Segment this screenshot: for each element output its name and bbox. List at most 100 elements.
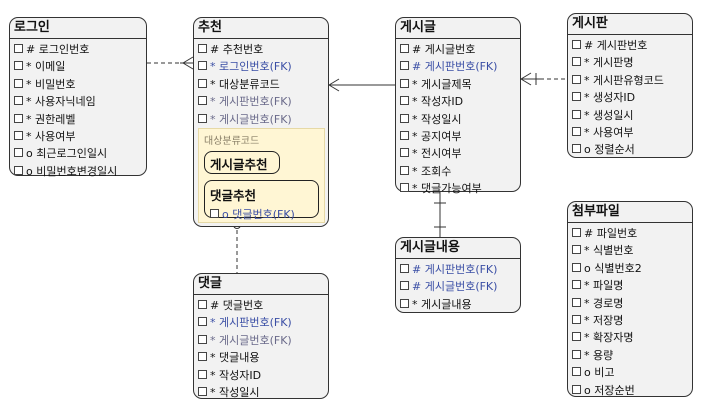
entity-board[interactable]: 게시판 # 게시판번호 * 게시판명 * 게시판유형코드 * 생성자ID * 생… — [567, 13, 693, 158]
checkbox-icon — [572, 74, 581, 84]
attribute: * 식별번호 — [572, 242, 692, 259]
attribute-fk: * 로그인번호(FK) — [198, 58, 328, 75]
checkbox-icon — [400, 44, 409, 53]
checkbox-icon — [198, 113, 207, 123]
attribute: * 이메일 — [14, 58, 146, 75]
checkbox-icon — [572, 109, 581, 119]
checkbox-icon — [14, 44, 23, 53]
attribute: * 게시글내용 — [400, 296, 520, 313]
attribute: * 확장자명 — [572, 329, 692, 346]
attribute-fk: # 게시판번호(FK) — [400, 261, 520, 278]
entity-recommend[interactable]: 추천 # 추천번호 * 로그인번호(FK) * 대상분류코드 * 게시판번호(F… — [193, 17, 329, 227]
checkbox-icon — [572, 92, 581, 102]
attribute: * 게시글제목 — [400, 76, 520, 93]
checkbox-icon — [572, 262, 581, 272]
attribute: o 정렬순서 — [572, 141, 692, 158]
attribute-fk: # 게시글번호(FK) — [400, 278, 520, 295]
checkbox-icon — [400, 264, 409, 273]
relationship-recommend-comment — [233, 221, 241, 273]
attribute-fk: * 게시판번호(FK) — [198, 93, 328, 110]
checkbox-icon — [572, 314, 581, 324]
subtype-comment-recommend[interactable]: 댓글추천 o 댓글번호(FK) — [204, 180, 319, 221]
relationship-post-content — [434, 192, 446, 237]
checkbox-icon — [210, 209, 219, 218]
checkbox-icon — [572, 40, 581, 49]
checkbox-icon — [198, 334, 207, 344]
checkbox-icon — [572, 367, 581, 377]
checkbox-icon — [572, 332, 581, 342]
checkbox-icon — [14, 61, 23, 71]
entity-title: 추천 — [194, 18, 328, 39]
checkbox-icon — [14, 96, 23, 106]
attribute: * 생성자ID — [572, 89, 692, 106]
attribute: # 파일번호 — [572, 225, 692, 242]
attribute: * 비밀번호 — [14, 76, 146, 93]
attribute-fk: * 게시판번호(FK) — [198, 314, 328, 331]
attribute: * 작성일시 — [198, 384, 328, 401]
entity-title: 게시판 — [568, 14, 692, 35]
entity-login[interactable]: 로그인 # 로그인번호 * 이메일 * 비밀번호 * 사용자닉네임 * 권한레벨… — [9, 17, 147, 178]
checkbox-icon — [572, 245, 581, 255]
entity-post[interactable]: 게시글 # 게시글번호 # 게시판번호(FK) * 게시글제목 * 작성자ID … — [395, 17, 521, 195]
checkbox-icon — [572, 349, 581, 359]
attribute: * 작성자ID — [198, 367, 328, 384]
entity-title: 로그인 — [10, 18, 146, 39]
attribute: * 댓글내용 — [198, 349, 328, 366]
attribute: # 로그인번호 — [14, 41, 146, 58]
relationship-post-board — [520, 72, 567, 86]
checkbox-icon — [400, 281, 409, 291]
attribute: * 사용여부 — [14, 128, 146, 145]
attribute: * 작성자ID — [400, 93, 520, 110]
relationship-login-recommend — [147, 56, 194, 70]
checkbox-icon — [400, 96, 409, 106]
attribute: * 게시판명 — [572, 54, 692, 71]
checkbox-icon — [572, 384, 581, 394]
checkbox-icon — [572, 126, 581, 136]
attribute: * 조회수 — [400, 163, 520, 180]
entity-post-content[interactable]: 게시글내용 # 게시판번호(FK) # 게시글번호(FK) * 게시글내용 — [395, 237, 521, 313]
subtype-discriminator-label: 대상분류코드 — [204, 136, 260, 147]
attribute-fk: o 댓글번호(FK) — [205, 204, 318, 222]
attribute-fk: * 게시글번호(FK) — [198, 111, 328, 128]
attribute: # 게시판번호 — [572, 37, 692, 54]
attribute: * 게시판유형코드 — [572, 72, 692, 89]
checkbox-icon — [572, 57, 581, 67]
attribute: * 용량 — [572, 347, 692, 364]
subtype-title: 댓글추천 — [210, 188, 257, 203]
checkbox-icon — [400, 113, 409, 123]
attribute: # 추천번호 — [198, 41, 328, 58]
checkbox-icon — [572, 144, 581, 154]
checkbox-icon — [198, 96, 207, 106]
checkbox-icon — [14, 148, 23, 158]
attribute-fk: # 게시판번호(FK) — [400, 58, 520, 75]
subtype-title: 게시글추천 — [210, 157, 268, 172]
checkbox-icon — [400, 78, 409, 88]
subtype-post-recommend[interactable]: 게시글추천 — [204, 151, 280, 174]
attribute: o 비밀번호변경일시 — [14, 163, 146, 180]
entity-title: 게시글내용 — [396, 238, 520, 259]
checkbox-icon — [572, 280, 581, 290]
attribute: * 공지여부 — [400, 128, 520, 145]
entity-attachment[interactable]: 첨부파일 # 파일번호 * 식별번호 o 식별번호2 * 파일명 * 경로명 *… — [567, 201, 693, 397]
checkbox-icon — [198, 300, 207, 309]
attribute: * 대상분류코드 — [198, 76, 328, 93]
checkbox-icon — [198, 317, 207, 327]
attribute: * 경로명 — [572, 295, 692, 312]
attribute: o 식별번호2 — [572, 260, 692, 277]
checkbox-icon — [572, 228, 581, 237]
entity-comment[interactable]: 댓글 # 댓글번호 * 게시판번호(FK) * 게시글번호(FK) * 댓글내용… — [193, 273, 329, 399]
attribute: * 저장명 — [572, 312, 692, 329]
attribute: o 저장순번 — [572, 382, 692, 399]
checkbox-icon — [400, 165, 409, 175]
relationship-recommend-post — [328, 78, 395, 92]
checkbox-icon — [400, 298, 409, 308]
entity-title: 댓글 — [194, 274, 328, 295]
checkbox-icon — [198, 352, 207, 362]
attribute-fk: * 게시글번호(FK) — [198, 332, 328, 349]
attribute: * 권한레벨 — [14, 111, 146, 128]
checkbox-icon — [400, 61, 409, 71]
checkbox-icon — [400, 148, 409, 158]
checkbox-icon — [14, 78, 23, 88]
checkbox-icon — [198, 78, 207, 88]
checkbox-icon — [198, 44, 207, 53]
